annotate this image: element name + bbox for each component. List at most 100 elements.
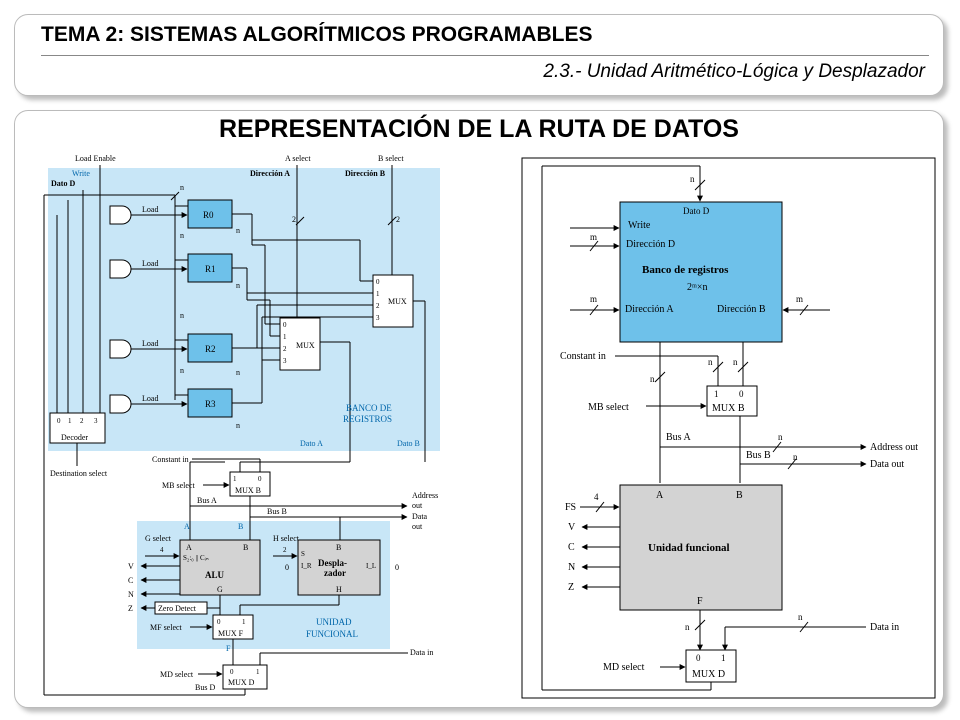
r-mux-b-label: MUX B [712,403,745,414]
direccion-a-label: Dirección A [250,169,290,178]
dato-b-label: Dato B [397,439,420,448]
shifter-label-2: zador [324,568,346,578]
mux-d-label: MUX D [228,678,255,687]
b-select-label: B select [378,154,404,163]
register-r3-label: R3 [205,399,216,409]
dato-d-width: n [180,183,184,192]
h-select-width: 2 [283,546,287,554]
register-r0-label: R0 [203,210,214,220]
fu-f-port: F [697,596,703,607]
mux-b-f-in1: 1 [233,475,237,483]
load-r0-label: Load [142,205,158,214]
unidad-label-2: FUNCIONAL [306,629,358,639]
flag-n: N [128,590,134,599]
address-out-label-2: out [412,501,423,510]
alu-a-input: A [184,522,190,531]
r-f-width: n [685,622,690,632]
dato-a-label: Dato A [300,439,323,448]
mux-a-label: MUX [296,341,315,350]
shifter-s-port: S [301,550,305,558]
r-mux-d [685,649,737,683]
h-select-label: H select [273,534,300,543]
r-bus-a-width: n [650,374,655,384]
load-r1-label: Load [142,259,158,268]
alu-label: ALU [205,570,225,580]
register-r2-label: R2 [205,344,216,354]
r0-output-width: n [236,226,240,235]
zero-detect-label: Zero Detect [158,604,197,613]
r-flag-z: Z [568,582,574,593]
r-mux-d-in1: 1 [721,653,726,663]
dato-d-label: Dato D [51,179,75,188]
r-dir-d-width: m [590,232,597,242]
shifter-ir-zero: 0 [285,563,289,572]
r-bus-b-label: Bus B [746,450,771,461]
r-mb-select-label: MB select [588,402,629,413]
register-bank-size: 2ᵐ×n [687,282,708,293]
alu-block [179,539,261,596]
r-flag-v: V [568,522,576,533]
decoder-out0: 0 [57,417,61,425]
fu-a-port: A [656,490,664,501]
r-feedback-width: n [690,174,695,184]
r-direccion-a-label: Dirección A [625,304,674,315]
register-bank-block [619,201,783,343]
r-md-select-label: MD select [603,662,645,673]
r-dir-a-width: m [590,294,597,304]
register-r0-group: Load R0 [109,199,253,245]
mux-b-register-bank [372,274,414,328]
mf-select-label: MF select [150,623,183,632]
shifter-label-1: Despla- [318,558,347,568]
r-mux-b-in0: 0 [739,389,744,399]
shifter-il-zero: 0 [395,563,399,572]
mux-f-output: F [226,644,231,653]
r-address-width: n [778,432,783,442]
destination-select-label: Destination select [50,469,108,478]
banco-label-2: REGISTROS [343,414,392,424]
mux-a-in3: 3 [283,357,287,365]
a-select-width: 2 [292,215,296,224]
r3-input-width: n [180,366,184,375]
mux-d-in1: 1 [256,668,260,676]
register-r1 [187,253,233,283]
mux-d-in0: 0 [230,668,234,676]
r-bank-b-width: n [733,357,738,367]
header-divider [41,55,929,56]
register-r3 [187,388,233,418]
r-flag-n: N [568,562,575,573]
b-select-width: 2 [396,215,400,224]
r-data-in-label: Data in [870,622,899,633]
flag-v: V [128,562,134,571]
left-detailed-datapath: Load Enable A select B select Write Dato… [43,154,440,696]
mux-f-in1: 1 [242,618,246,626]
decoder-out2: 2 [80,417,84,425]
mb-select-label: MB select [162,481,195,490]
register-r1-label: R1 [205,264,216,274]
r1-output-width: n [236,281,240,290]
flag-z: Z [128,604,133,613]
r-dato-d-label: Dato D [683,206,710,216]
r3-output-width: n [236,421,240,430]
shifter-il-port: I_L [366,562,376,570]
functional-unit-label: Unidad funcional [648,542,730,554]
r-data-out-width: n [793,452,798,462]
data-out-label-2: out [412,522,423,531]
header-panel: TEMA 2: SISTEMAS ALGORÍTMICOS PROGRAMABL… [14,14,944,96]
flag-c: C [128,576,133,585]
register-r1-group: Load R1 [109,253,248,300]
r-mux-b-in1: 1 [714,389,719,399]
banco-label-1: BANCO DE [346,403,392,413]
r-mux-d-in0: 0 [696,653,701,663]
mux-b-label: MUX [388,297,407,306]
r-mux-d-label: MUX D [692,669,725,680]
alu-s-label: S₂:₀ || Cᵢₙ [183,554,209,562]
course-title: TEMA 2: SISTEMAS ALGORÍTMICOS PROGRAMABL… [41,23,593,46]
mux-b-in0: 0 [376,278,380,286]
g-select-label: G select [145,534,172,543]
alu-g-port: G [217,585,223,594]
shifter-h-port: H [336,585,342,594]
r-direccion-b-label: Dirección B [717,304,766,315]
r1-input-width: n [180,231,184,240]
fu-b-port: B [736,490,743,501]
